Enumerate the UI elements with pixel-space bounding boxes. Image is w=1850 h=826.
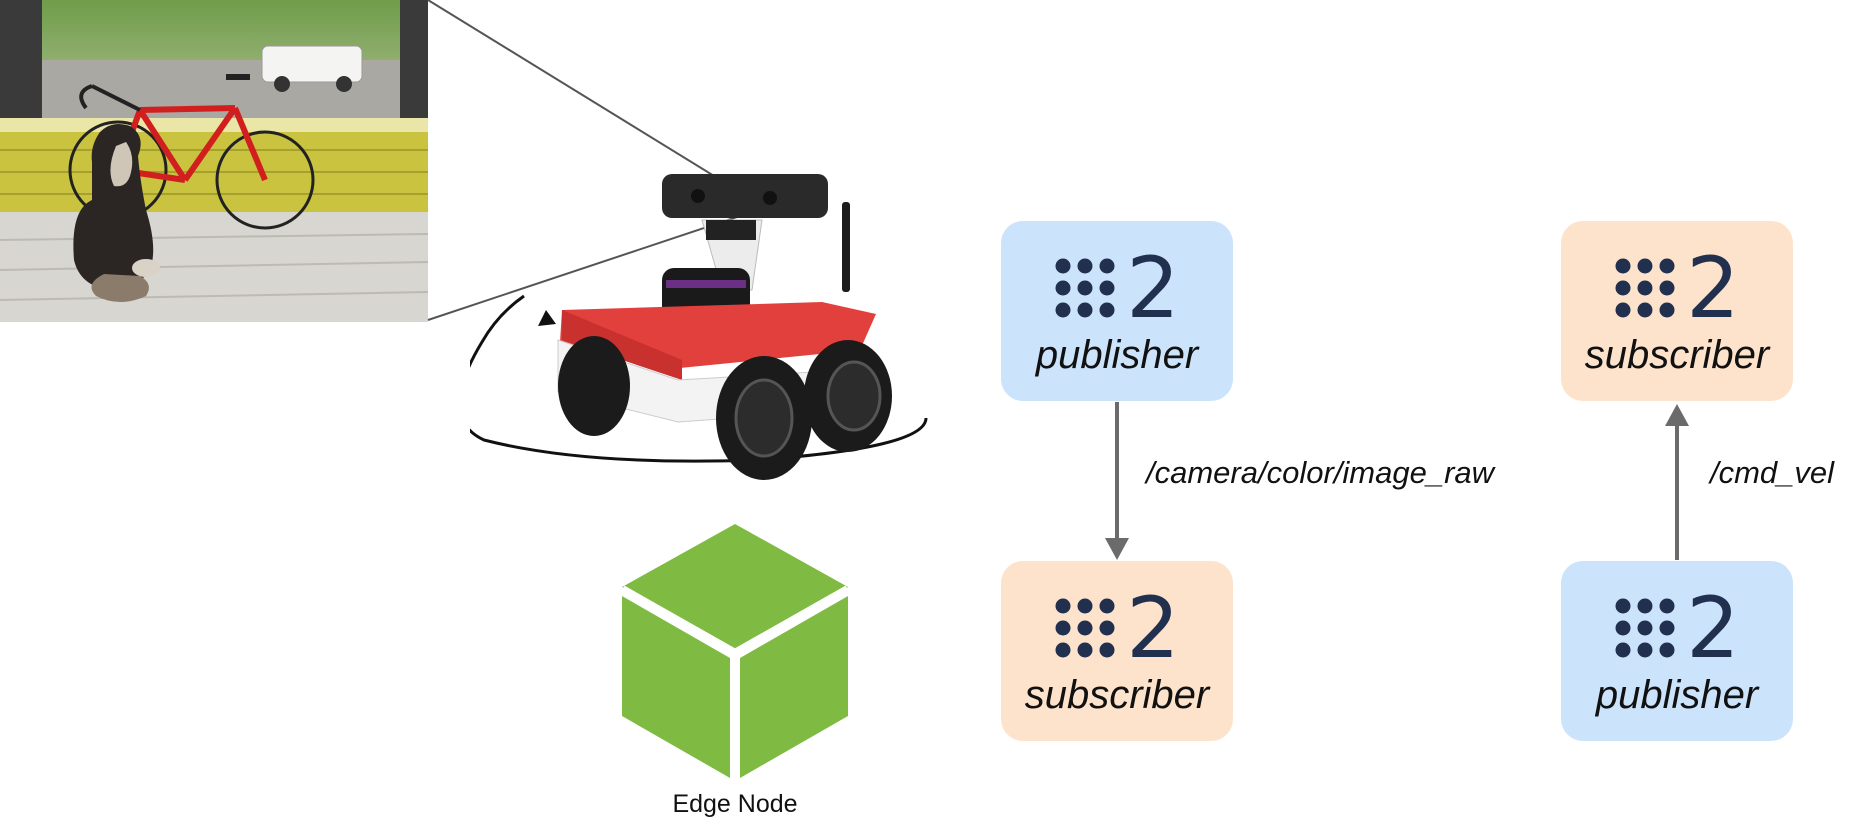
- arrowhead-down: [1105, 538, 1129, 560]
- ros2-logo: 2: [1054, 586, 1180, 670]
- ros-dot: [1659, 598, 1675, 614]
- node-role-label: subscriber: [1024, 673, 1210, 717]
- ros-dots-icon: [1615, 258, 1675, 318]
- ros-dot: [1615, 620, 1631, 636]
- ros-dot: [1615, 302, 1631, 318]
- cube-icon: [620, 524, 850, 778]
- ros-dot: [1637, 620, 1653, 636]
- ros-dot: [1055, 620, 1071, 636]
- node-subscriber-camera: 2 subscriber: [1001, 561, 1233, 741]
- ros2-logo: 2: [1614, 586, 1740, 670]
- node-publisher-camera: 2 publisher: [1001, 221, 1233, 401]
- ros-dot: [1055, 258, 1071, 274]
- ros-dot: [1659, 280, 1675, 296]
- ros-dot: [1659, 642, 1675, 658]
- ros-dot: [1099, 642, 1115, 658]
- node-publisher-cmdvel: 2 publisher: [1561, 561, 1793, 741]
- arrowhead-up: [1665, 404, 1689, 426]
- ros-dot: [1099, 302, 1115, 318]
- ros-dot: [1099, 620, 1115, 636]
- ros2-logo: 2: [1054, 246, 1180, 330]
- ros2-logo: 2: [1614, 246, 1740, 330]
- ros-dot: [1077, 280, 1093, 296]
- node-subscriber-cmdvel: 2 subscriber: [1561, 221, 1793, 401]
- ros-dot: [1077, 642, 1093, 658]
- ros-dot: [1055, 302, 1071, 318]
- ros-dot: [1099, 258, 1115, 274]
- ros-dot: [1637, 302, 1653, 318]
- edge-node-label: Edge Node: [672, 790, 798, 818]
- ros-dot: [1055, 642, 1071, 658]
- ros-dots-icon: [1055, 258, 1115, 318]
- ros-dot: [1637, 642, 1653, 658]
- ros-dot: [1615, 258, 1631, 274]
- ros-dot: [1099, 280, 1115, 296]
- node-role-label: subscriber: [1584, 333, 1770, 377]
- ros-dot: [1659, 302, 1675, 318]
- topic-label-camera: /camera/color/image_raw: [1146, 455, 1495, 490]
- camera-image: [0, 0, 428, 322]
- ros-dots-icon: [1055, 598, 1115, 658]
- ros-dot: [1615, 598, 1631, 614]
- ros-dot: [1077, 258, 1093, 274]
- node-role-label: publisher: [1035, 333, 1199, 377]
- ros-dot: [1615, 642, 1631, 658]
- ros-dot: [1055, 598, 1071, 614]
- topic-label-cmdvel: /cmd_vel: [1710, 455, 1835, 490]
- ros-dot: [1615, 280, 1631, 296]
- ros-dot: [1637, 598, 1653, 614]
- ros-dot: [1659, 258, 1675, 274]
- ros-dots-icon: [1615, 598, 1675, 658]
- ros-dot: [1077, 302, 1093, 318]
- ros-dot: [1077, 598, 1093, 614]
- ros-dot: [1659, 620, 1675, 636]
- ros-dot: [1099, 598, 1115, 614]
- ros-dot: [1055, 280, 1071, 296]
- node-role-label: publisher: [1595, 673, 1759, 717]
- mobile-robot: [470, 174, 928, 480]
- ros-dot: [1077, 620, 1093, 636]
- ros-dot: [1637, 258, 1653, 274]
- ros-dot: [1637, 280, 1653, 296]
